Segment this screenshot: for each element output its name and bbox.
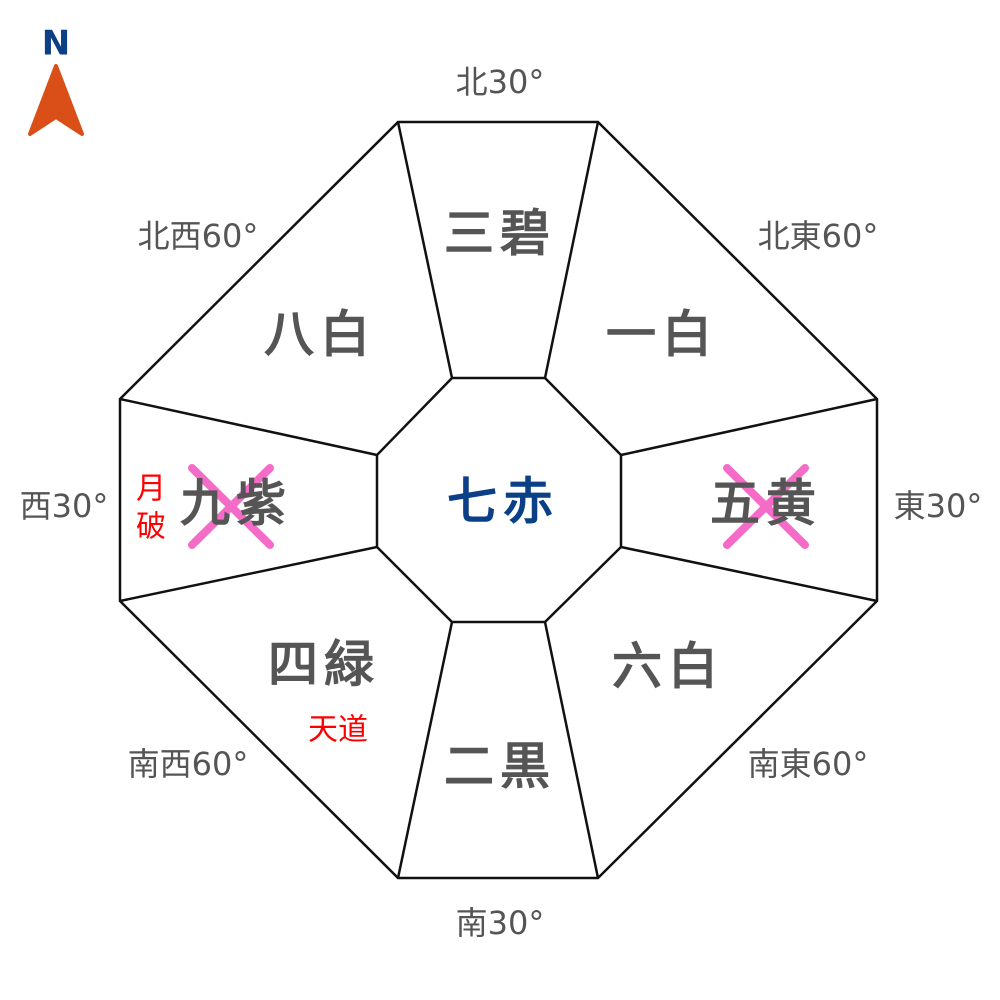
star-east: 五黄	[710, 475, 822, 533]
tendo-label: 天道	[308, 713, 368, 748]
north-indicator: N	[28, 24, 84, 136]
direction-labels: 北30° 北東60° 東30° 南東60° 南30° 南西60° 西30° 北西…	[20, 63, 983, 942]
star-northwest: 八白	[264, 306, 376, 364]
annotations: 月 破 天道	[136, 472, 368, 748]
star-center: 七赤	[447, 473, 559, 531]
west-cross	[188, 464, 274, 549]
star-northeast: 一白	[606, 306, 718, 364]
star-north: 三碧	[444, 205, 556, 263]
label-southeast: 南東60°	[748, 745, 869, 783]
crossed-out-marks	[188, 464, 809, 549]
label-east: 東30°	[894, 487, 983, 525]
star-southwest: 四緑	[268, 636, 380, 694]
star-south: 二黒	[444, 738, 556, 796]
label-southwest: 南西60°	[128, 745, 249, 783]
getsuha-label-2: 破	[136, 510, 166, 545]
north-arrow-icon	[28, 64, 84, 136]
label-south: 南30°	[456, 904, 545, 942]
east-cross	[723, 464, 809, 549]
north-label: N	[42, 24, 70, 64]
label-west: 西30°	[20, 487, 109, 525]
star-labels: 七赤 三碧 一白 五黄 六白 二黒 四緑 九紫 八白	[180, 205, 822, 796]
label-northwest: 北西60°	[138, 217, 259, 255]
octagon-grid	[118, 120, 879, 880]
label-north: 北30°	[456, 63, 545, 101]
star-west: 九紫	[180, 475, 292, 533]
star-southeast: 六白	[612, 638, 724, 696]
label-northeast: 北東60°	[758, 217, 879, 255]
getsuha-label-1: 月	[136, 472, 166, 507]
